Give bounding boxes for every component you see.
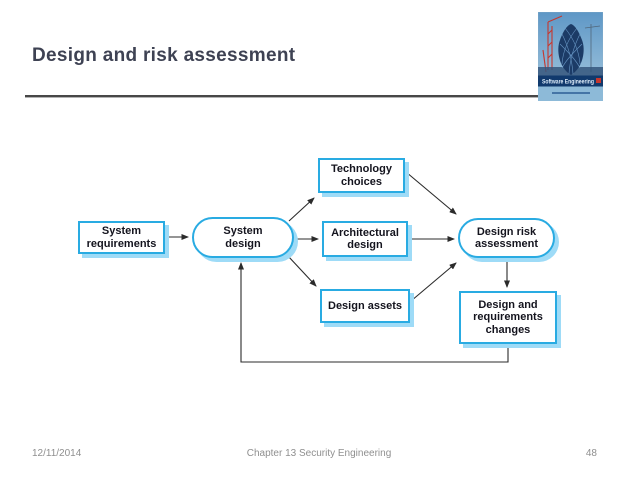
edge-design-assets-to-design-risk-assessment — [410, 262, 457, 302]
node-system-design: System design — [192, 217, 294, 258]
footer-page-number: 48 — [585, 448, 597, 459]
logo-book-title: Software Engineering — [542, 80, 594, 86]
logo-author-text-blur — [552, 92, 590, 94]
gherkin-building-icon — [558, 24, 584, 75]
logo-title-band — [538, 75, 603, 87]
software-engineering-book-logo: Software Engineering — [538, 12, 603, 101]
edge-technology-choices-to-design-risk-assessment — [405, 171, 457, 215]
node-design-risk-assessment: Design risk assessment — [458, 218, 555, 258]
node-system-requirements: System requirements — [78, 221, 165, 254]
gray-crane-icon — [584, 24, 601, 72]
title-underline — [25, 95, 538, 99]
footer-date: 12/11/2014 — [32, 448, 82, 459]
slide-title: Design and risk assessment — [32, 45, 296, 66]
node-design-assets: Design assets — [320, 289, 410, 323]
node-design-requirements-changes: Design and requirements changes — [459, 291, 557, 344]
node-architectural-design: Architectural design — [322, 221, 408, 257]
edge-system-design-to-technology-choices — [288, 197, 315, 222]
node-technology-choices: Technology choices — [318, 158, 405, 193]
logo-edition-mark — [596, 78, 601, 83]
edge-design-requirements-changes-to-system-design — [238, 262, 509, 363]
edge-system-design-to-design-assets — [287, 255, 317, 287]
footer-chapter-title: Chapter 13 Security Engineering — [246, 448, 392, 459]
